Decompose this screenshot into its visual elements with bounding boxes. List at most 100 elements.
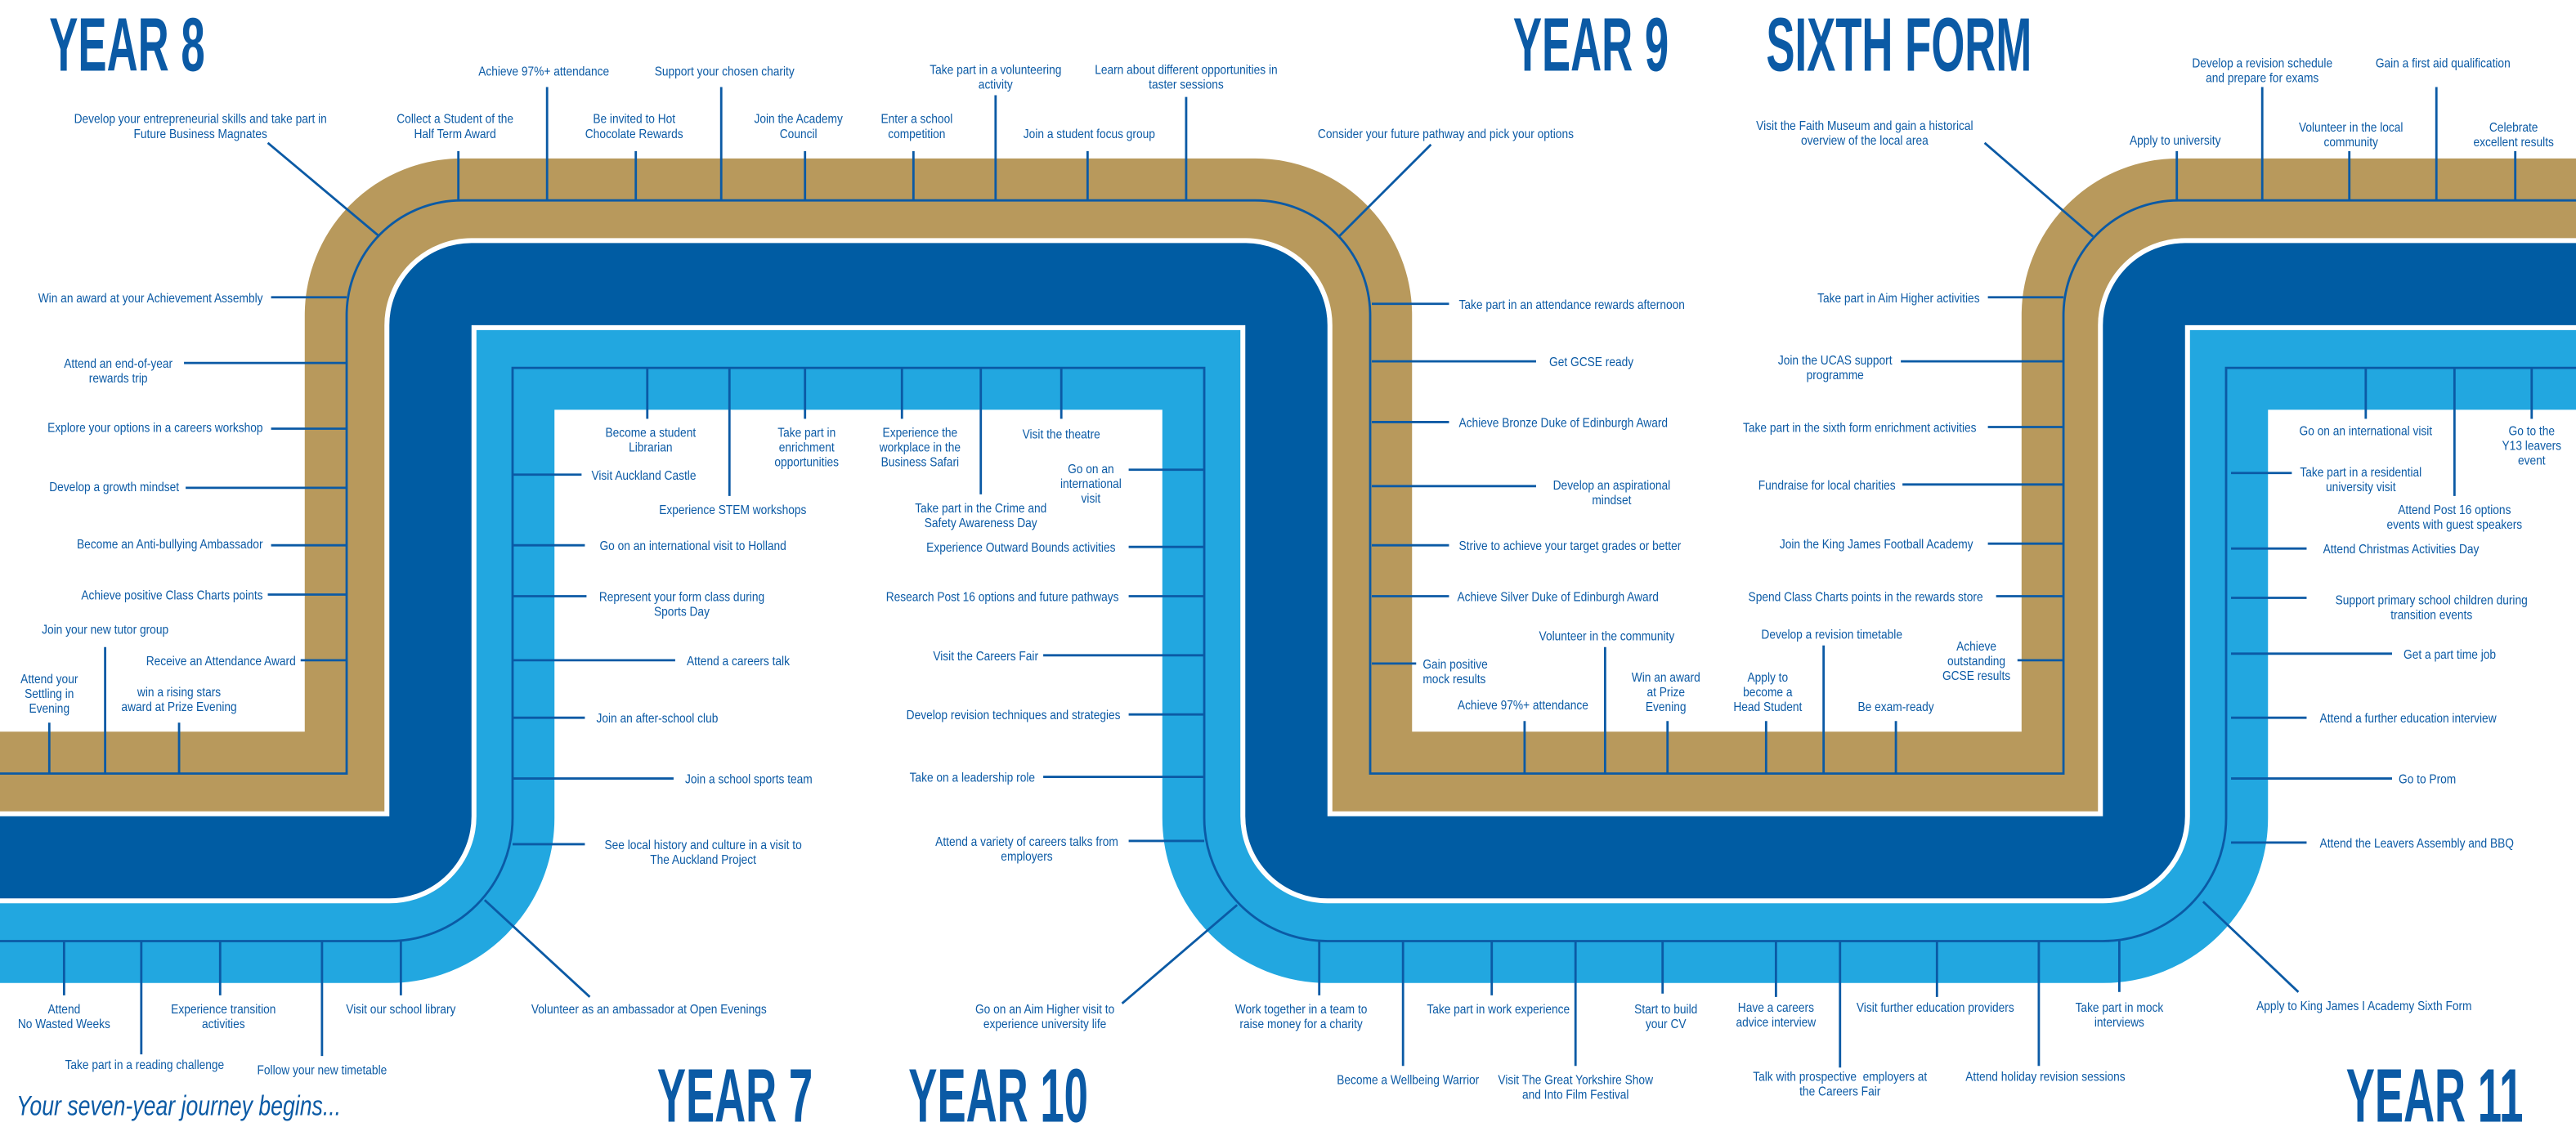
milestone-year10: Develop revision techniques and strategi… [906, 707, 1121, 722]
milestone-year8: Achieve positive Class Charts points [81, 587, 263, 602]
milestone-year9: Achieve outstanding GCSE results [1942, 637, 2011, 682]
milestone-year9: Achieve 97%+ attendance [1457, 697, 1588, 713]
milestone-year8: Attend your Settling in Evening [20, 670, 78, 716]
milestone-year9: Volunteer in the community [1539, 628, 1675, 643]
milestone-year11: Take part in mock interviews [2075, 999, 2164, 1030]
milestone-year8: Attend an end-of-year rewards trip [64, 356, 173, 386]
milestone-year10: Go on an international visit [1060, 460, 1122, 505]
milestone-year10: Become a student Librarian [605, 424, 697, 454]
milestone-sixth-form: Celebrate excellent results [2473, 119, 2554, 149]
milestone-year7: Volunteer as an ambassador at Open Eveni… [531, 1000, 767, 1016]
milestone-year9: Develop an aspirational mindset [1552, 476, 1671, 507]
milestone-year7: Take part in a reading challenge [65, 1057, 225, 1072]
tick-line [483, 899, 591, 998]
tick-line [1983, 141, 2094, 238]
title-year-9: YEAR 9 [1512, 2, 1669, 87]
milestone-year7: Go on an international visit to Holland [599, 538, 786, 553]
milestone-year9: Consider your future pathway and pick yo… [1317, 125, 1574, 141]
milestone-year8: Win an award at your Achievement Assembl… [38, 289, 263, 305]
milestone-year11: Attend holiday revision sessions [1965, 1068, 2126, 1084]
milestone-sixth-form: Attend Christmas Activities Day [2323, 541, 2480, 557]
milestone-year10: Experience Outward Bounds activities [926, 539, 1116, 555]
milestone-year7: See local history and culture in a visit… [604, 836, 802, 867]
milestone-year11: Apply to King James I Academy Sixth Form [2256, 997, 2472, 1013]
milestone-year10: Take on a leadership role [909, 769, 1036, 785]
milestone-year10: Visit the Careers Fair [933, 647, 1039, 663]
milestone-year11: Talk with prospective employers at the C… [1753, 1068, 1928, 1098]
milestone-sixth-form: Apply to university [2129, 132, 2221, 147]
milestone-sixth-form: Fundraise for local charities [1758, 476, 1896, 492]
milestone-year9: Achieve Bronze Duke of Edinburgh Award [1458, 414, 1669, 430]
milestone-year9: Be exam-ready [1857, 699, 1934, 714]
milestone-year10: Research Post 16 options and future path… [885, 588, 1119, 604]
milestone-sixth-form: Attend the Leavers Assembly and BBQ [2319, 834, 2514, 850]
milestone-year8: Join your new tutor group [42, 621, 169, 637]
milestone-year9: Get GCSE ready [1549, 354, 1634, 369]
milestone-year9: Strive to achieve your target grades or … [1458, 538, 1682, 553]
milestone-sixth-form: Take part in Aim Higher activities [1817, 289, 1980, 305]
dark-blue-track [0, 243, 2576, 899]
milestone-year10: Take part in the Crime and Safety Awaren… [915, 499, 1047, 530]
milestone-year8: Achieve 97%+ attendance [478, 63, 610, 78]
milestone-sixth-form: Attend Post 16 options events with guest… [2386, 501, 2523, 532]
tick-line [1337, 143, 1432, 238]
milestone-year10: Take part in enrichment opportunities [774, 424, 840, 469]
milestone-year7: Join an after-school club [596, 710, 719, 726]
milestone-year10: Experience STEM workshops [659, 501, 807, 517]
milestone-year10: Visit The Great Yorkshire Show and Into … [1498, 1071, 1654, 1102]
tick-line [1121, 904, 1239, 1004]
milestone-year7: Attend No Wasted Weeks [17, 1000, 110, 1031]
milestone-year11: Visit further education providers [1856, 999, 2014, 1014]
milestone-sixth-form: Gain a first aid qualification [2375, 55, 2511, 70]
title-sixth-form: SIXTH FORM [1766, 2, 2032, 87]
milestone-year8: Be invited to Hot Chocolate Rewards [585, 110, 683, 141]
milestone-year8: Develop your entrepreneurial skills and … [74, 110, 327, 141]
milestone-year7: Experience transition activities [171, 1000, 276, 1031]
milestone-sixth-form: Go to Prom [2399, 771, 2457, 786]
milestone-year7: Visit our school library [346, 1000, 456, 1016]
gold-timeline [0, 199, 2576, 775]
milestone-sixth-form: Take part in a residential university vi… [2300, 463, 2422, 494]
milestone-sixth-form: Take part in the sixth form enrichment a… [1743, 419, 1977, 435]
milestone-year8: Collect a Student of the Half Term Award [396, 110, 514, 141]
milestone-year8: Receive an Attendance Award [146, 652, 296, 668]
milestone-year9: Gain positive mock results [1422, 655, 1488, 687]
milestone-sixth-form: Volunteer in the local community [2298, 119, 2404, 149]
milestone-sixth-form: Join the UCAS support programme [1777, 352, 1893, 382]
milestone-year9: Develop a revision timetable [1761, 626, 1902, 642]
tick-lines [47, 87, 2533, 1068]
milestone-sixth-form: Develop a revision schedule and prepare … [2192, 55, 2333, 85]
milestone-sixth-form: Join the King James Football Academy [1779, 536, 1973, 552]
milestone-sixth-form: Go to the Y13 leavers event [2502, 423, 2562, 467]
milestone-sixth-form: Get a part time job [2404, 646, 2497, 661]
milestone-year8: Become an Anti-bullying Ambassador [77, 536, 263, 552]
milestone-year10: Start to build your CV [1634, 1000, 1698, 1031]
milestone-year8: Learn about different opportunities in t… [1095, 61, 1278, 92]
tagline: Your seven-year journey begins... [16, 1090, 342, 1122]
milestone-year9: Achieve Silver Duke of Edinburgh Award [1457, 588, 1659, 604]
milestone-year8: Take part in a volunteering activity [930, 61, 1062, 92]
milestone-year8: Enter a school competition [880, 110, 953, 141]
milestone-year10: Experience the workplace in the Business… [879, 424, 961, 469]
milestone-year7: Join a school sports team [685, 771, 813, 786]
milestone-year9: Apply to become a Head Student [1733, 669, 1803, 714]
milestone-year7: Attend a careers talk [687, 652, 790, 668]
title-year-11: YEAR 11 [2345, 1053, 2524, 1138]
milestone-year9: Win an award at Prize Evening [1631, 669, 1700, 714]
milestone-year8: Join the Academy Council [754, 110, 843, 141]
title-year-8: YEAR 8 [49, 2, 205, 87]
milestone-year8: win a rising stars award at Prize Evenin… [121, 683, 237, 714]
milestone-year8: Join a student focus group [1023, 125, 1155, 141]
milestone-sixth-form: Support primary school children during t… [2335, 592, 2528, 622]
milestone-year11: Have a careers advice interview [1736, 999, 1817, 1030]
milestone-year8: Develop a growth mindset [49, 478, 180, 494]
milestone-year10: Become a Wellbeing Warrior [1337, 1071, 1480, 1087]
milestone-sixth-form: Go on an international visit [2299, 423, 2433, 438]
milestone-sixth-form: Visit the Faith Museum and gain a histor… [1756, 117, 1973, 147]
milestone-year10: Visit the theatre [1022, 426, 1100, 441]
light-blue-timeline [0, 366, 2576, 942]
milestone-year10: Go on an Aim Higher visit to experience … [974, 1000, 1115, 1031]
milestone-sixth-form: Spend Class Charts points in the rewards… [1748, 588, 1983, 604]
